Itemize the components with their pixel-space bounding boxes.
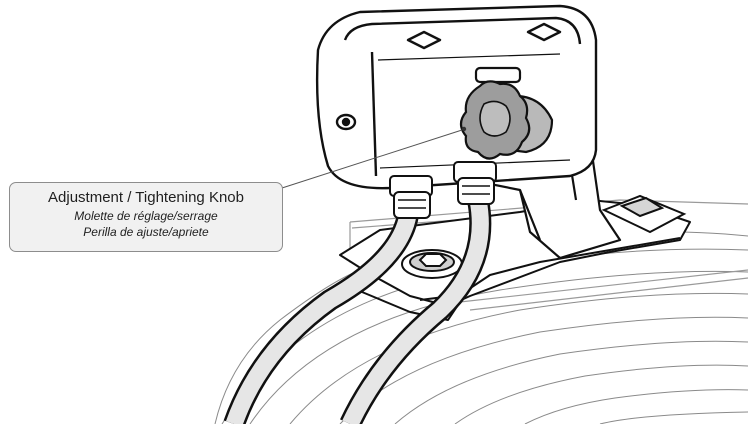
knob-callout: Adjustment / Tightening Knob Molette de … [9,182,283,252]
hoses [223,197,492,424]
callout-label-french: Molette de réglage/serrage [74,209,218,223]
callout-label-english: Adjustment / Tightening Knob [48,189,244,206]
callout-leader-dot [461,126,467,132]
mount-tab [601,194,687,234]
display-head [315,4,598,190]
callout-leader-line [281,129,463,189]
hose-fittings [389,161,497,219]
roof-surface [214,231,748,424]
base-bolt [401,249,463,279]
callout-label-spanish: Perilla de ajuste/apriete [83,225,209,239]
tightening-knob [459,66,554,160]
